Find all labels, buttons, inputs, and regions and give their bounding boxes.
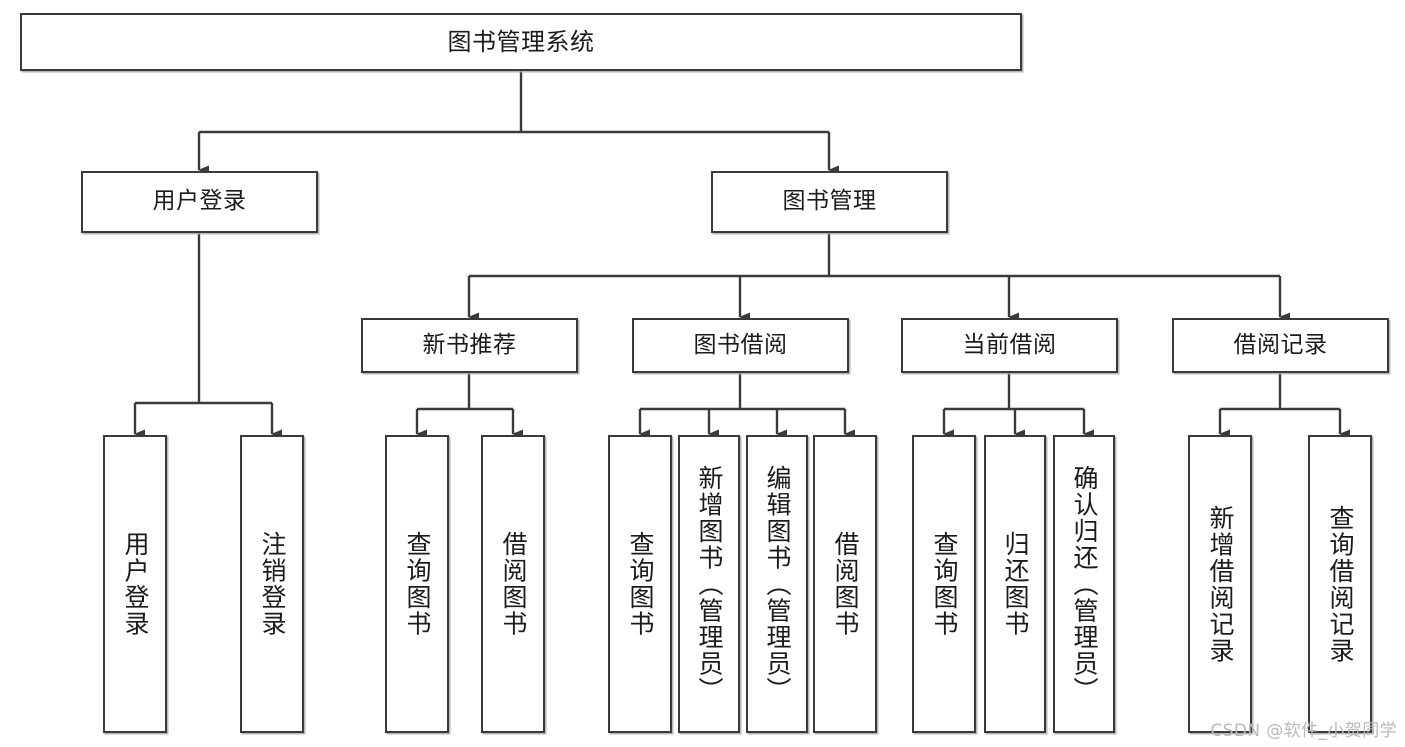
node-label: 借阅图书: [831, 531, 860, 637]
node-borrow-record[interactable]: 借阅记录: [1172, 318, 1389, 373]
node-leaf-add-book-bb[interactable]: 新增图书（管理员）: [678, 435, 740, 733]
node-leaf-borrow-book-bb[interactable]: 借阅图书: [813, 435, 877, 733]
node-label: 新书推荐: [422, 331, 517, 358]
node-leaf-user-login[interactable]: 用户登录: [103, 435, 167, 733]
node-leaf-logout-login[interactable]: 注销登录: [240, 435, 304, 733]
connector-user-login-to-leaves: [133, 233, 282, 439]
node-label: 图书管理系统: [447, 27, 595, 56]
node-label: 查询借阅记录: [1326, 504, 1355, 664]
node-leaf-borrow-book-nbr[interactable]: 借阅图书: [481, 435, 545, 733]
node-book-borrow[interactable]: 图书借阅: [632, 318, 849, 373]
connector-new-book-recommend-to-leaves: [415, 373, 523, 439]
node-leaf-query-record-br[interactable]: 查询借阅记录: [1308, 435, 1372, 733]
node-leaf-query-book-bb[interactable]: 查询图书: [608, 435, 672, 733]
node-root[interactable]: 图书管理系统: [20, 13, 1022, 71]
node-label: 当前借阅: [962, 331, 1057, 358]
connector-book-borrow-to-leaves: [638, 373, 855, 439]
node-label: 用户登录: [152, 188, 247, 215]
node-label: 注销登录: [258, 531, 287, 637]
node-leaf-add-record-br[interactable]: 新增借阅记录: [1188, 435, 1252, 733]
node-user-login[interactable]: 用户登录: [81, 171, 318, 233]
node-leaf-edit-book-bb[interactable]: 编辑图书（管理员）: [746, 435, 808, 733]
node-leaf-return-book-cb[interactable]: 归还图书: [984, 435, 1046, 733]
node-leaf-query-book-nbr[interactable]: 查询图书: [385, 435, 449, 733]
connector-root-to-level2: [197, 71, 839, 175]
node-label: 新增借阅记录: [1206, 504, 1235, 664]
node-label: 编辑图书（管理员）: [763, 464, 792, 704]
node-new-book-recommend[interactable]: 新书推荐: [361, 318, 578, 373]
node-leaf-query-book-cb[interactable]: 查询图书: [912, 435, 976, 733]
node-label: 借阅记录: [1233, 331, 1328, 358]
node-current-borrow[interactable]: 当前借阅: [901, 318, 1118, 373]
node-label: 新增图书（管理员）: [695, 464, 724, 704]
connector-borrow-record-to-leaves: [1218, 373, 1350, 439]
node-label: 借阅图书: [499, 531, 528, 637]
node-book-manage[interactable]: 图书管理: [711, 171, 948, 233]
node-label: 图书管理: [782, 188, 877, 215]
node-label: 归还图书: [1001, 531, 1030, 637]
node-label: 查询图书: [403, 531, 432, 637]
node-label: 图书借阅: [693, 331, 788, 358]
node-leaf-confirm-return-cb[interactable]: 确认归还（管理员）: [1053, 435, 1115, 733]
node-label: 用户登录: [121, 531, 150, 637]
connector-book-manage-to-level3: [467, 233, 1290, 322]
connector-current-borrow-to-leaves: [942, 373, 1094, 439]
node-label: 确认归还（管理员）: [1070, 464, 1099, 704]
csdn-watermark: CSDN @软件_小贺同学: [1210, 721, 1397, 741]
node-label: 查询图书: [626, 531, 655, 637]
node-label: 查询图书: [930, 531, 959, 637]
